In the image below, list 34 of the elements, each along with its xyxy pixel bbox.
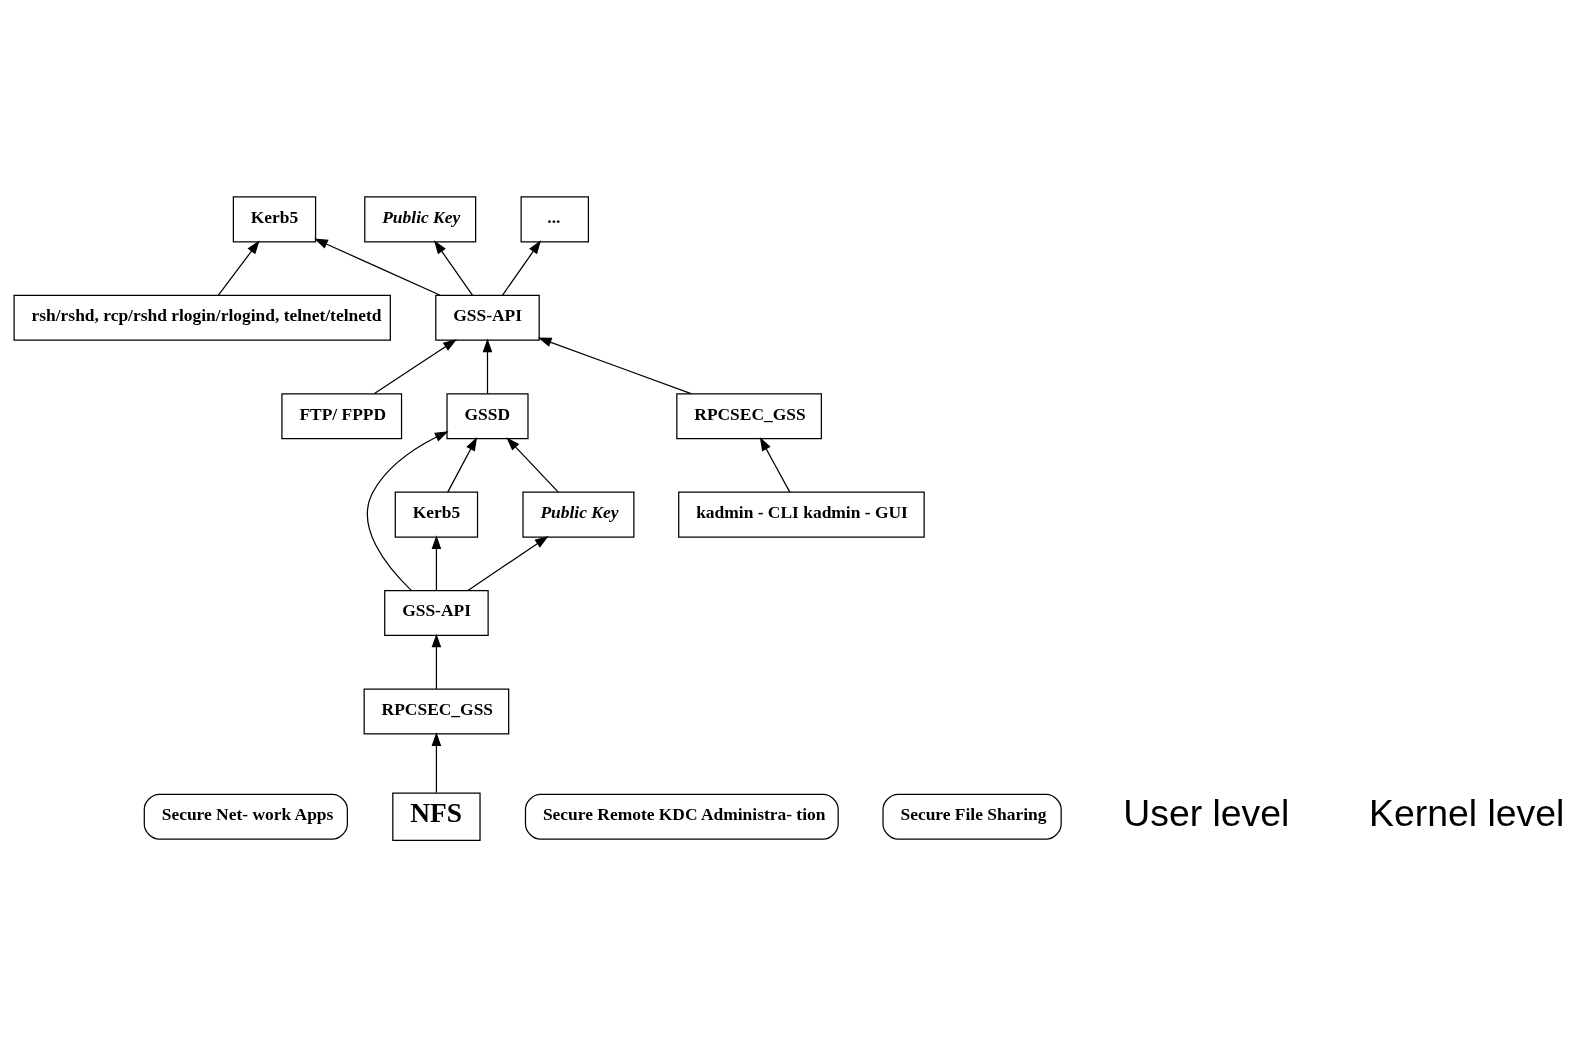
arrow (447, 436, 478, 493)
node-box: GSS-API (435, 294, 540, 341)
node-box: Kerb5 (394, 491, 479, 538)
arrow (431, 633, 442, 690)
label: Kernel level (1369, 791, 1565, 834)
arrow (373, 338, 457, 394)
node-box: Secure File Sharing (882, 793, 1062, 840)
arrow (431, 534, 442, 591)
arrow (434, 239, 474, 296)
arrow (759, 436, 791, 493)
arrow (314, 238, 441, 296)
arrow (366, 430, 449, 591)
node-box: FTP/ FPPD (281, 392, 403, 439)
arrow (506, 436, 559, 493)
arrow (537, 337, 692, 394)
node-box: Secure Net- work Apps (143, 793, 348, 840)
node-box: Secure Remote KDC Administra- tion (524, 793, 839, 840)
label: User level (1123, 791, 1290, 834)
arrow (217, 239, 260, 296)
node-box: NFS (392, 791, 481, 841)
node-box: kadmin - CLI kadmin - GUI (678, 491, 925, 538)
arrow (482, 337, 493, 394)
node-box: GSS-API (384, 589, 489, 636)
arrow (467, 535, 549, 591)
node-box: RPCSEC_GSS (363, 687, 510, 735)
node-box: RPCSEC_GSS (676, 392, 822, 439)
node-box: ... (520, 195, 590, 242)
node-box: rsh/rshd, rcp/rshd rlogin/rlogind, telnet/telnetd (13, 294, 391, 341)
arrow (501, 239, 541, 296)
node-box: Public Key (522, 491, 635, 538)
node-box: Public Key (364, 195, 477, 242)
node-box: Kerb5 (232, 195, 317, 242)
arrow (431, 731, 442, 793)
node-box: GSSD (446, 392, 529, 439)
